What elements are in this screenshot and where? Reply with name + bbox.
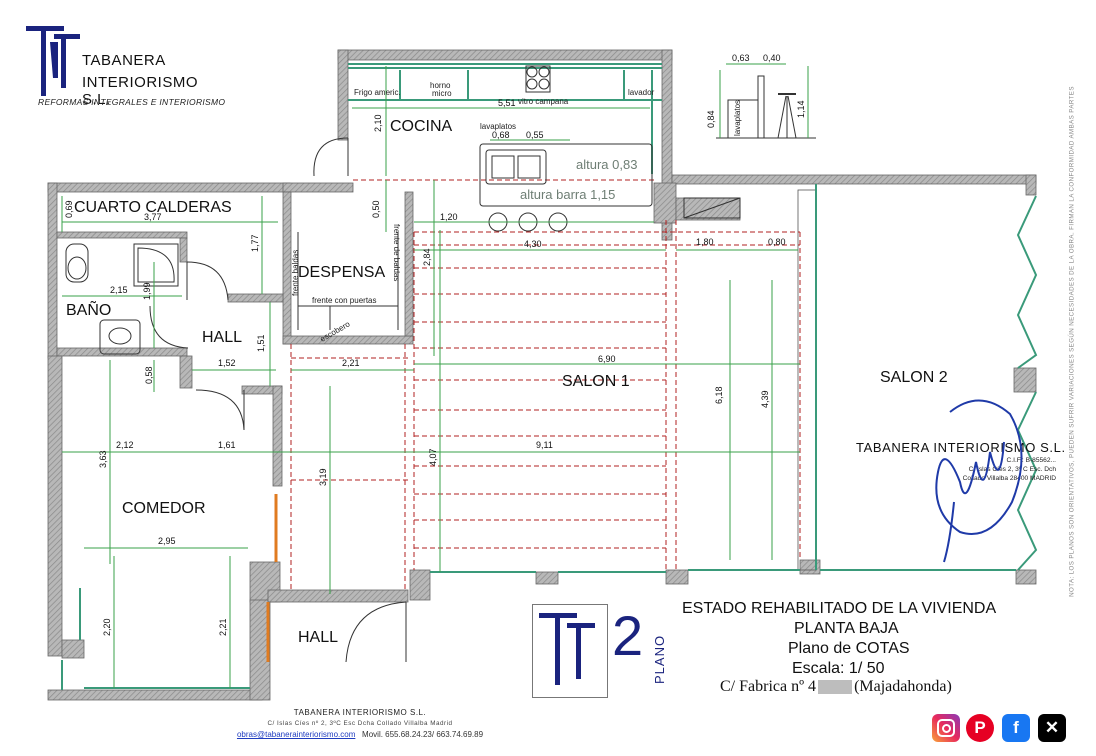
room-label-hall-1: HALL <box>202 329 242 346</box>
fixture-altura-barra-label: altura barra 1,15 <box>520 187 615 202</box>
dim-220: 2,20 <box>102 618 112 636</box>
address-suffix: (Majadahonda) <box>854 678 952 695</box>
stamp-company-name: TABANERA INTERIORISMO S.L. <box>856 440 1066 455</box>
title-line-5: C/ Fabrica nº 4 (Majadahonda) <box>720 678 952 696</box>
dim-063: 0,63 <box>732 53 750 63</box>
dim-177: 1,77 <box>250 234 260 252</box>
company-stamp: TABANERA INTERIORISMO S.L. C.I.F.: B-855… <box>856 440 1066 482</box>
dim-084: 0,84 <box>706 110 716 128</box>
walls <box>47 49 1037 701</box>
fixture-frente-puertas-label: frente con puertas <box>312 296 376 305</box>
dim-068: 0,68 <box>492 130 510 140</box>
dim-180: 1,80 <box>696 237 714 247</box>
fixture-vitro-label: vitro campana <box>518 97 569 106</box>
instagram-icon[interactable] <box>932 714 960 742</box>
dim-407: 4,07 <box>428 448 438 466</box>
dim-221b: 2,21 <box>218 618 228 636</box>
facebook-icon[interactable]: f <box>1002 714 1030 742</box>
dim-080: 0,80 <box>768 237 786 247</box>
fixture-frente-de-baldas-label: frente de baldas <box>392 224 401 281</box>
address-prefix: C/ Fabrica nº 4 <box>720 678 817 695</box>
dim-058: 0,58 <box>144 366 154 384</box>
dim-618: 6,18 <box>714 386 724 404</box>
dim-151: 1,51 <box>256 334 266 352</box>
fixture-altura-083-label: altura 0,83 <box>576 157 637 172</box>
dim-040: 0,40 <box>763 53 781 63</box>
dim-152: 1,52 <box>218 358 236 368</box>
company-tagline: REFORMAS INTEGRALES E INTERIORISMO <box>38 97 226 107</box>
glazing <box>61 63 1038 690</box>
fixture-frente-baldas-label: frente baldas <box>291 250 300 296</box>
orange-frames <box>266 494 278 662</box>
room-label-bano: BAÑO <box>66 299 111 319</box>
room-label-salon-2: SALON 2 <box>880 369 948 386</box>
title-line-4: Escala: 1/ 50 <box>792 660 885 677</box>
footer-email-link[interactable]: obras@tabanerainteriorismo.com <box>236 730 356 739</box>
fixture-lavaplatos-side-label: lavaplatos <box>733 100 742 136</box>
dim-114: 1,14 <box>796 100 806 118</box>
fixture-lavador-label: lavador <box>628 88 655 97</box>
tt-logo-mark <box>26 26 80 96</box>
redacted-box <box>818 680 853 695</box>
dim-212: 2,12 <box>116 440 134 450</box>
bar-elevation-detail <box>716 63 816 139</box>
dim-551: 5,51 <box>498 98 516 108</box>
plano-word: PLANO <box>652 634 667 684</box>
x-icon[interactable]: ✕ <box>1038 714 1066 742</box>
footer-address: C/ Islas Cíes nº 2, 3ºC Esc Dcha Collado… <box>267 720 453 727</box>
fixture-lavaplatos-label: lavaplatos <box>480 122 516 131</box>
plano-logo-box <box>532 604 608 698</box>
fixture-frigo-label: Frigo americ. <box>354 88 401 97</box>
dim-055: 0,55 <box>526 130 544 140</box>
dim-430: 4,30 <box>524 239 542 249</box>
footer: TABANERA INTERIORISMO S.L. C/ Islas Cíes… <box>210 708 510 739</box>
plano-number: 2 <box>612 604 644 667</box>
dim-284: 2,84 <box>422 248 432 266</box>
stamp-cif: C.I.F.: B-85562... <box>1006 457 1056 464</box>
stamp-address-2: Collado Villalba 28400 MADRID <box>962 475 1056 482</box>
room-label-hall-2: HALL <box>298 629 338 646</box>
company-name-line1: TABANERA <box>82 52 166 69</box>
title-line-3: Plano de COTAS <box>788 640 910 657</box>
room-label-comedor: COMEDOR <box>122 500 206 517</box>
dim-161: 1,61 <box>218 440 236 450</box>
dim-911: 9,11 <box>536 440 553 450</box>
signature-scribble <box>935 399 1023 563</box>
dim-690: 6,90 <box>598 354 616 364</box>
title-line-2: PLANTA BAJA <box>794 620 899 637</box>
dim-319: 3,19 <box>318 468 328 486</box>
room-label-salon-1: SALON 1 <box>562 373 630 390</box>
footer-phones: Movil. 655.68.24.23/ 663.74.69.89 <box>362 730 484 739</box>
company-name-line2: INTERIORISMO S.L. <box>82 74 199 108</box>
stamp-address-1: C/ Islas Cíes 2, 3º C Esc. Dch <box>968 466 1056 473</box>
room-label-cuarto-calderas: CUARTO CALDERAS <box>74 199 232 216</box>
dim-439: 4,39 <box>760 390 770 408</box>
company-logo: TABANERA INTERIORISMO S.L. REFORMAS INTE… <box>24 18 225 113</box>
room-label-cocina: COCINA <box>390 118 453 135</box>
dashed-beams <box>290 179 801 590</box>
title-line-1: ESTADO REHABILITADO DE LA VIVIENDA <box>682 600 997 617</box>
dim-120: 1,20 <box>440 212 458 222</box>
plano-logo-mark <box>539 613 595 685</box>
dim-199: 1,99 <box>142 282 152 300</box>
dim-377: 3,77 <box>144 212 162 222</box>
fixture-horno-label: horno <box>430 81 451 90</box>
footer-contact: obras@tabanerainteriorismo.com Movil. 65… <box>210 730 510 739</box>
dim-215: 2,15 <box>110 285 128 295</box>
dim-050: 0,50 <box>371 200 381 218</box>
dim-295: 2,95 <box>158 536 176 546</box>
doors <box>149 137 407 663</box>
dimension-lines <box>61 66 800 688</box>
pinterest-icon[interactable]: P <box>966 714 994 742</box>
dim-210: 2,10 <box>373 114 383 132</box>
dim-069: 0,69 <box>64 200 74 218</box>
dim-221a: 2,21 <box>342 358 360 368</box>
room-label-despensa: DESPENSA <box>298 264 385 281</box>
fixture-micro-label: micro <box>432 89 452 98</box>
dim-363: 3,63 <box>98 450 108 468</box>
footer-company: TABANERA INTERIORISMO S.L. <box>293 708 427 717</box>
